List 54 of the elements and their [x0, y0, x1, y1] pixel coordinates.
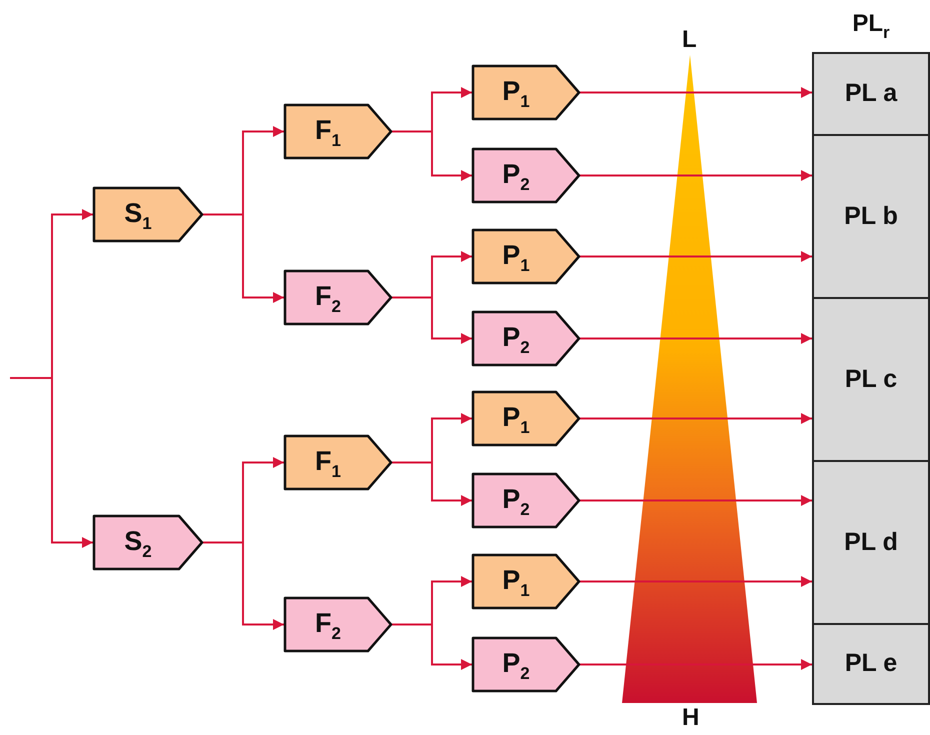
node-label: PL a — [844, 81, 898, 106]
table-row — [812, 134, 930, 299]
process-pentagon — [472, 229, 580, 284]
process-pentagon — [93, 187, 203, 242]
arrow — [580, 495, 812, 506]
node-label: PL d — [843, 530, 899, 554]
arrow — [580, 333, 812, 344]
arrow — [580, 413, 812, 424]
process-pentagon — [472, 554, 580, 609]
node-label: F$_{2}$ — [314, 610, 342, 642]
arrow — [203, 214, 284, 303]
scale-label: H — [682, 706, 700, 730]
node-label: PL c — [844, 366, 898, 392]
table-row — [812, 297, 930, 462]
process-pentagon — [472, 473, 580, 528]
arrow — [580, 170, 812, 181]
arrow — [580, 576, 812, 587]
node-label: P$_{1}$ — [501, 242, 531, 274]
process-pentagon — [284, 104, 392, 159]
process-pentagon — [472, 148, 580, 203]
arrow — [203, 542, 284, 630]
node-label: S$_{1}$ — [123, 200, 153, 232]
process-pentagon — [284, 435, 392, 490]
table-column — [812, 12, 930, 705]
arrow — [580, 87, 812, 98]
scale-label: L — [682, 28, 697, 52]
node-label: F$_{2}$ — [314, 282, 342, 314]
table-row — [812, 460, 930, 625]
node-label: P$_{1}$ — [501, 78, 531, 110]
process-pentagon — [472, 65, 580, 120]
table-row — [812, 52, 930, 136]
node-label: P$_{1}$ — [501, 404, 531, 436]
process-pentagon — [472, 391, 580, 446]
node-label: P$_{1}$ — [501, 566, 531, 598]
node-label: PL b — [843, 204, 899, 228]
arrow — [580, 251, 812, 262]
node-label: F$_{1}$ — [314, 116, 342, 148]
node-label: S$_{2}$ — [123, 528, 153, 560]
node-label: P$_{2}$ — [501, 486, 531, 518]
process-pentagon — [284, 270, 392, 325]
node-label: P$_{2}$ — [501, 160, 531, 192]
table-row — [812, 623, 930, 705]
process-pentagon — [93, 515, 203, 570]
node-label: F$_{1}$ — [314, 448, 342, 480]
column-heading: PL$_{r}$ — [851, 12, 891, 41]
process-pentagon — [472, 637, 580, 692]
arrow — [10, 377, 93, 548]
node-label: P$_{2}$ — [501, 650, 531, 682]
process-pentagon — [472, 311, 580, 366]
arrow — [392, 624, 472, 670]
process-pentagon — [284, 597, 392, 652]
node-label: P$_{2}$ — [501, 324, 531, 356]
arrow — [580, 659, 812, 670]
node-label: PL e — [844, 651, 898, 676]
